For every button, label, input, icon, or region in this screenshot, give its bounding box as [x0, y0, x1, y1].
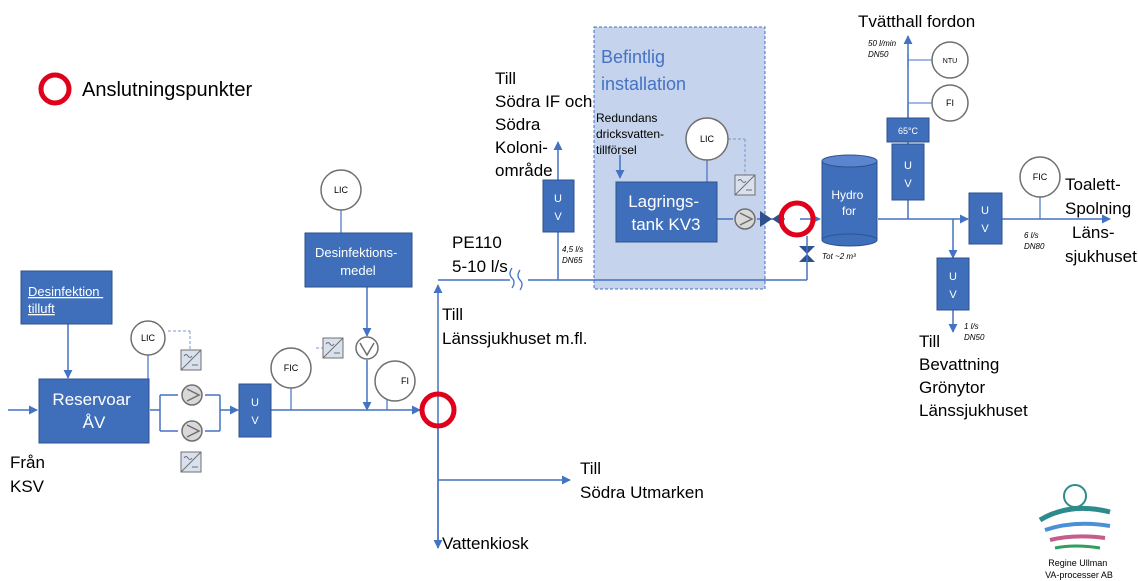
label-fran-ksv: Från KSV	[10, 453, 50, 496]
fi-instrument-tvatthall: FI	[931, 84, 969, 122]
lic-instrument-reservoar: LIC	[130, 320, 166, 356]
label-till-sodra-if: Till Södra IF och Södra Koloni- område	[495, 69, 597, 180]
existing-installation-area: Befintlig installation	[593, 26, 766, 290]
pipe-break-icon	[509, 267, 523, 291]
svg-text:65°C: 65°C	[898, 126, 919, 136]
lagringstank-box: Lagrings- tank KV3	[615, 181, 718, 243]
svg-text:LIC: LIC	[700, 134, 715, 144]
label-pe110: PE110 5-10 l/s	[452, 233, 508, 276]
desinfektionsmedel-box: Desinfektions- medel	[304, 232, 413, 288]
svg-text:UV: UV	[251, 397, 259, 427]
label-vattenkiosk: Vattenkiosk	[442, 534, 529, 553]
svg-text:LIC: LIC	[334, 185, 349, 195]
fi-instrument-main: FI	[374, 360, 416, 402]
hydrofor-tank: Hydro for	[821, 154, 878, 247]
pump-icon-2	[181, 420, 203, 442]
legend: Anslutningspunkter	[38, 72, 252, 106]
svg-text:FI: FI	[946, 98, 954, 108]
svg-text:FIC: FIC	[284, 363, 299, 373]
company-logo: Regine Ullman VA-processer AB	[1038, 484, 1113, 580]
existing-installation-title: Befintlig installation	[601, 47, 686, 94]
flow-note-tot: Tot ~2 m³	[822, 252, 856, 261]
ntu-instrument: NTU	[931, 41, 969, 79]
vfd-icon-1	[180, 349, 202, 371]
lic-instrument-lagringstank: LIC	[685, 117, 729, 161]
desinfektion-tilluft-box: Desinfektion tilluft	[20, 270, 113, 325]
connection-point-main	[419, 391, 457, 429]
svg-text:UV: UV	[904, 160, 912, 190]
pipes	[8, 35, 1111, 549]
fic-instrument-toalett: FIC	[1019, 156, 1061, 198]
pump-icon-lagringstank	[734, 208, 756, 230]
svg-text:Desinfektion tilluft: Desinfektion tilluft	[28, 284, 103, 316]
svg-text:Desinfektions- medel: Desinfektions- medel	[315, 245, 401, 278]
vfd-icon-lagringstank	[734, 174, 756, 196]
svg-text:UV: UV	[981, 205, 989, 235]
pump-icon-1	[181, 384, 203, 406]
label-bevattning: Till Bevattning Grönytor Länssjukhuset	[919, 332, 1028, 420]
svg-text:UV: UV	[554, 193, 562, 223]
connection-point-legend-icon	[38, 72, 72, 106]
svg-text:UV: UV	[949, 271, 957, 301]
company-name: Regine Ullman VA-processer AB	[1045, 558, 1113, 580]
fic-instrument-main: FIC	[270, 347, 312, 389]
svg-text:FI: FI	[401, 376, 409, 386]
label-till-lanssjukhuset: Till Länssjukhuset m.fl.	[442, 305, 588, 348]
svg-text:LIC: LIC	[141, 333, 156, 343]
connection-point-hydrofor	[778, 200, 816, 238]
signal-lines	[168, 138, 746, 350]
svg-text:Lagrings- tank KV3: Lagrings- tank KV3	[628, 192, 704, 234]
label-toalett: Toalett- Spolning Läns- sjukhuset	[1065, 175, 1137, 266]
svg-text:NTU: NTU	[943, 58, 957, 65]
svg-text:Hydro for: Hydro for	[831, 188, 866, 218]
legend-label: Anslutningspunkter	[82, 79, 252, 101]
reservoar-box: Reservoar ÅV	[38, 378, 150, 444]
svg-text:Reservoar ÅV: Reservoar ÅV	[52, 390, 135, 432]
temperature-box: 65°C	[886, 117, 930, 143]
vfd-icon-dosing	[322, 337, 344, 359]
dosing-pump-icon	[355, 336, 379, 360]
svg-text:FIC: FIC	[1033, 172, 1048, 182]
vfd-icon-2	[180, 451, 202, 473]
label-redundans: Redundans dricksvatten- tillförsel	[596, 111, 667, 157]
label-till-sodra-utmarken: Till Södra Utmarken	[580, 459, 704, 502]
lic-instrument-desinfektion: LIC	[320, 169, 362, 211]
label-tvatthall: Tvätthall fordon	[858, 12, 975, 31]
